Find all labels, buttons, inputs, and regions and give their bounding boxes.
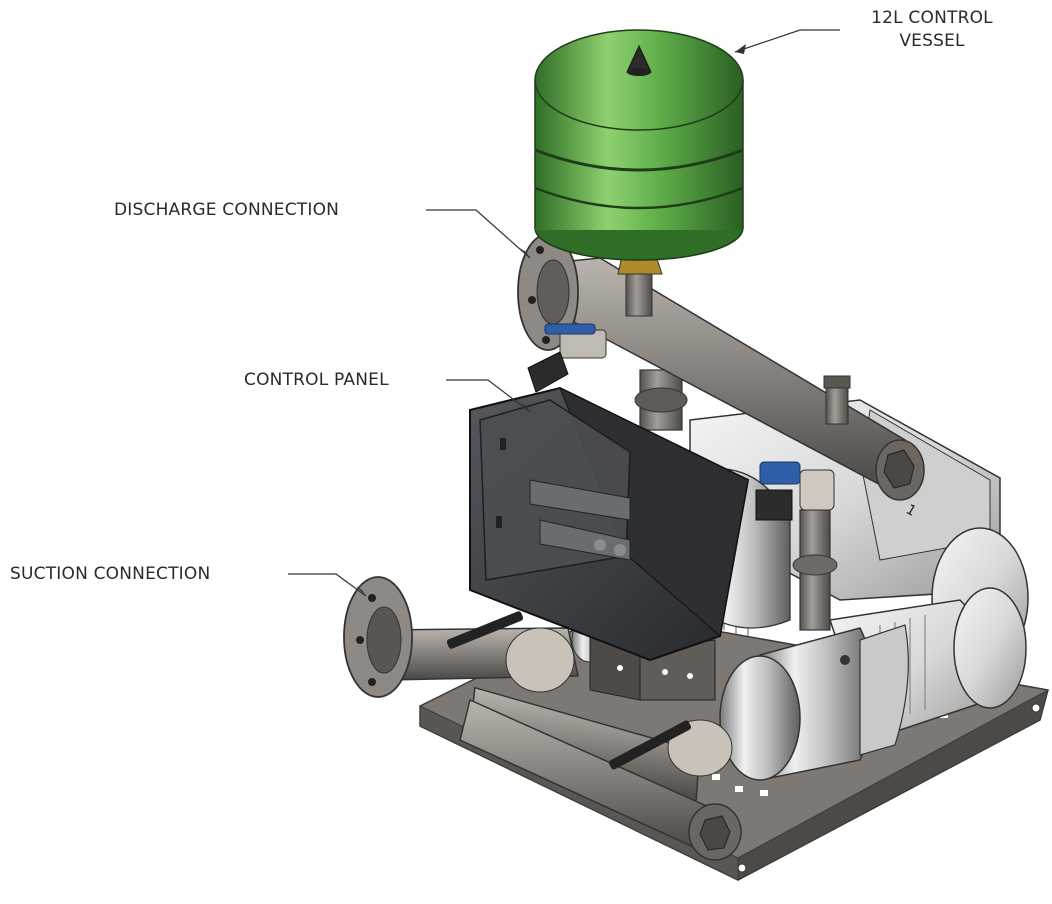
leader-lines <box>288 29 840 597</box>
control-panel-leader-line <box>446 379 531 413</box>
control-panel-label: CONTROL PANEL <box>244 370 389 390</box>
control-panel <box>469 386 750 662</box>
vessel-leader-line <box>734 29 840 53</box>
discharge-connection-label: DISCHARGE CONNECTION <box>114 200 340 220</box>
discharge-manifold <box>517 233 925 521</box>
suction-connection-label: SUCTION CONNECTION <box>10 564 211 584</box>
vessel-label-line1: 12L CONTROL <box>871 8 993 28</box>
control-vessel <box>534 29 744 261</box>
vessel-label: 12L CONTROL VESSEL <box>832 7 1032 53</box>
vessel-label-line2: VESSEL <box>899 31 965 51</box>
suction-leader-line <box>288 573 367 597</box>
pump-1 <box>719 509 1027 781</box>
discharge-leader-line <box>426 209 531 259</box>
